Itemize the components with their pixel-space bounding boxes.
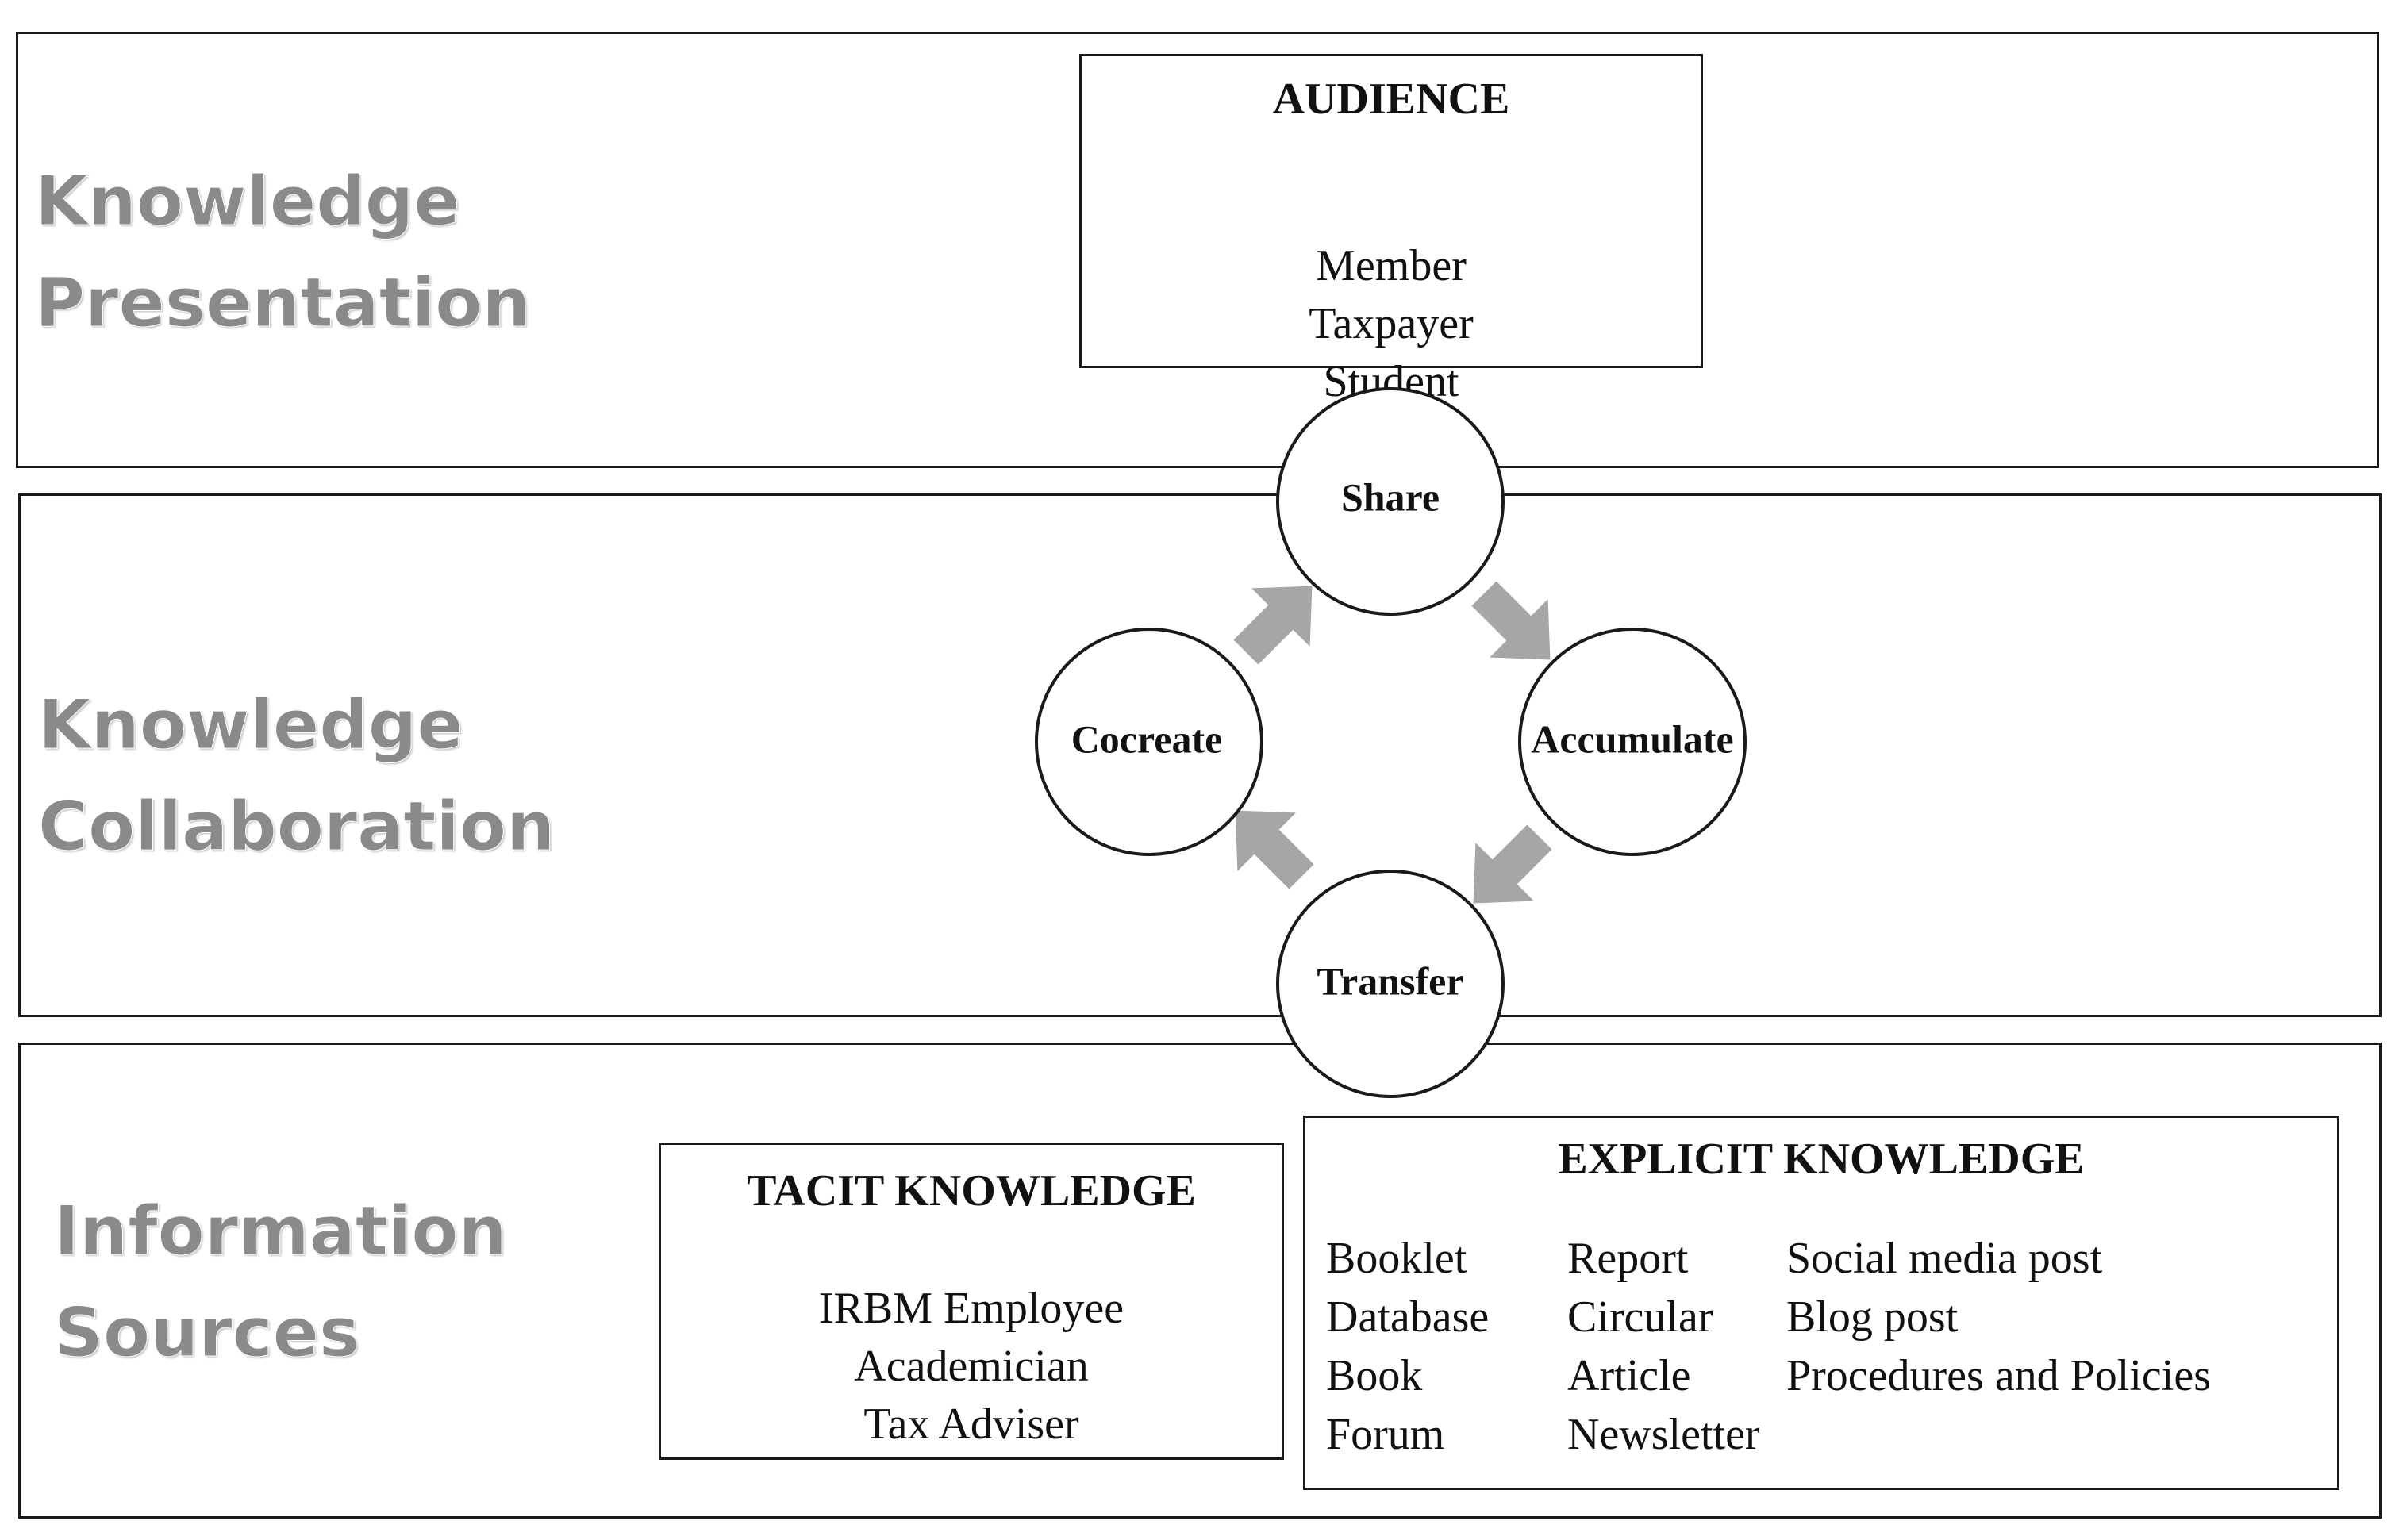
knowledge-presentation-title: Knowledge Presentation	[35, 151, 532, 354]
node-transfer-label: Transfer	[1317, 958, 1463, 1003]
explicit-knowledge-box: EXPLICIT KNOWLEDGE Booklet Database Book…	[1303, 1116, 2339, 1490]
audience-box: AUDIENCE Member Taxpayer Student	[1079, 54, 1703, 406]
title-line-2: Sources	[54, 1293, 360, 1373]
explicit-knowledge-item: Database	[1326, 1292, 1490, 1342]
explicit-knowledge-column-2: Report Circular Article Newsletter	[1567, 1229, 1760, 1464]
node-accumulate-label: Accumulate	[1531, 716, 1734, 761]
explicit-knowledge-item: Procedures and Policies	[1786, 1351, 2211, 1400]
explicit-knowledge-column-1: Booklet Database Book Forum	[1326, 1229, 1489, 1464]
arrow-accumulate-to-transfer	[1473, 824, 1552, 904]
explicit-knowledge-item: Report	[1567, 1234, 1689, 1283]
node-transfer-circle	[1276, 870, 1505, 1098]
explicit-knowledge-item: Social media post	[1786, 1234, 2103, 1283]
explicit-knowledge-item: Blog post	[1786, 1292, 1959, 1342]
title-line-2: Collaboration	[37, 787, 556, 867]
arrow-transfer-to-cocreate	[1235, 810, 1314, 889]
tacit-knowledge-item: IRBM Employee	[818, 1284, 1124, 1333]
title-line-1: Information	[54, 1192, 508, 1272]
node-cocreate: Cocreate	[1035, 628, 1263, 856]
explicit-knowledge-item: Book	[1326, 1351, 1423, 1400]
tacit-knowledge-box: TACIT KNOWLEDGE IRBM Employee Academicia…	[659, 1143, 1284, 1460]
explicit-knowledge-column-3: Social media post Blog post Procedures a…	[1786, 1229, 2211, 1405]
title-line-2: Presentation	[35, 263, 532, 344]
node-cocreate-label: Cocreate	[1071, 716, 1223, 761]
explicit-knowledge-heading: EXPLICIT KNOWLEDGE	[1558, 1135, 2085, 1184]
explicit-knowledge-item: Booklet	[1326, 1234, 1467, 1283]
node-share-label: Share	[1341, 474, 1440, 519]
knowledge-collaboration-title: Knowledge Collaboration	[37, 674, 556, 878]
node-accumulate: Accumulate	[1518, 628, 1747, 856]
explicit-knowledge-item: Forum	[1326, 1410, 1445, 1459]
audience-heading: AUDIENCE	[1272, 75, 1510, 124]
title-line-1: Knowledge	[35, 162, 461, 242]
information-sources-title: Information Sources	[54, 1181, 508, 1384]
explicit-knowledge-item: Circular	[1567, 1292, 1713, 1342]
title-line-1: Knowledge	[37, 686, 463, 766]
node-share: Share	[1276, 387, 1505, 616]
arrow-cocreate-to-share	[1233, 586, 1313, 665]
node-accumulate-circle	[1518, 628, 1747, 856]
tacit-knowledge-item: Academician	[854, 1342, 1089, 1391]
tacit-knowledge-item: Tax Adviser	[863, 1400, 1079, 1449]
tacit-knowledge-heading: TACIT KNOWLEDGE	[747, 1166, 1196, 1215]
arrow-share-to-accumulate	[1471, 581, 1551, 660]
audience-item: Member	[1316, 241, 1467, 290]
node-cocreate-circle	[1035, 628, 1263, 856]
explicit-knowledge-item: Newsletter	[1567, 1410, 1760, 1459]
audience-item: Taxpayer	[1309, 299, 1474, 348]
tacit-knowledge-list: IRBM Employee Academician Tax Adviser	[661, 1280, 1282, 1454]
explicit-knowledge-item: Article	[1567, 1351, 1691, 1400]
node-share-circle	[1276, 387, 1505, 616]
node-transfer: Transfer	[1276, 870, 1505, 1098]
